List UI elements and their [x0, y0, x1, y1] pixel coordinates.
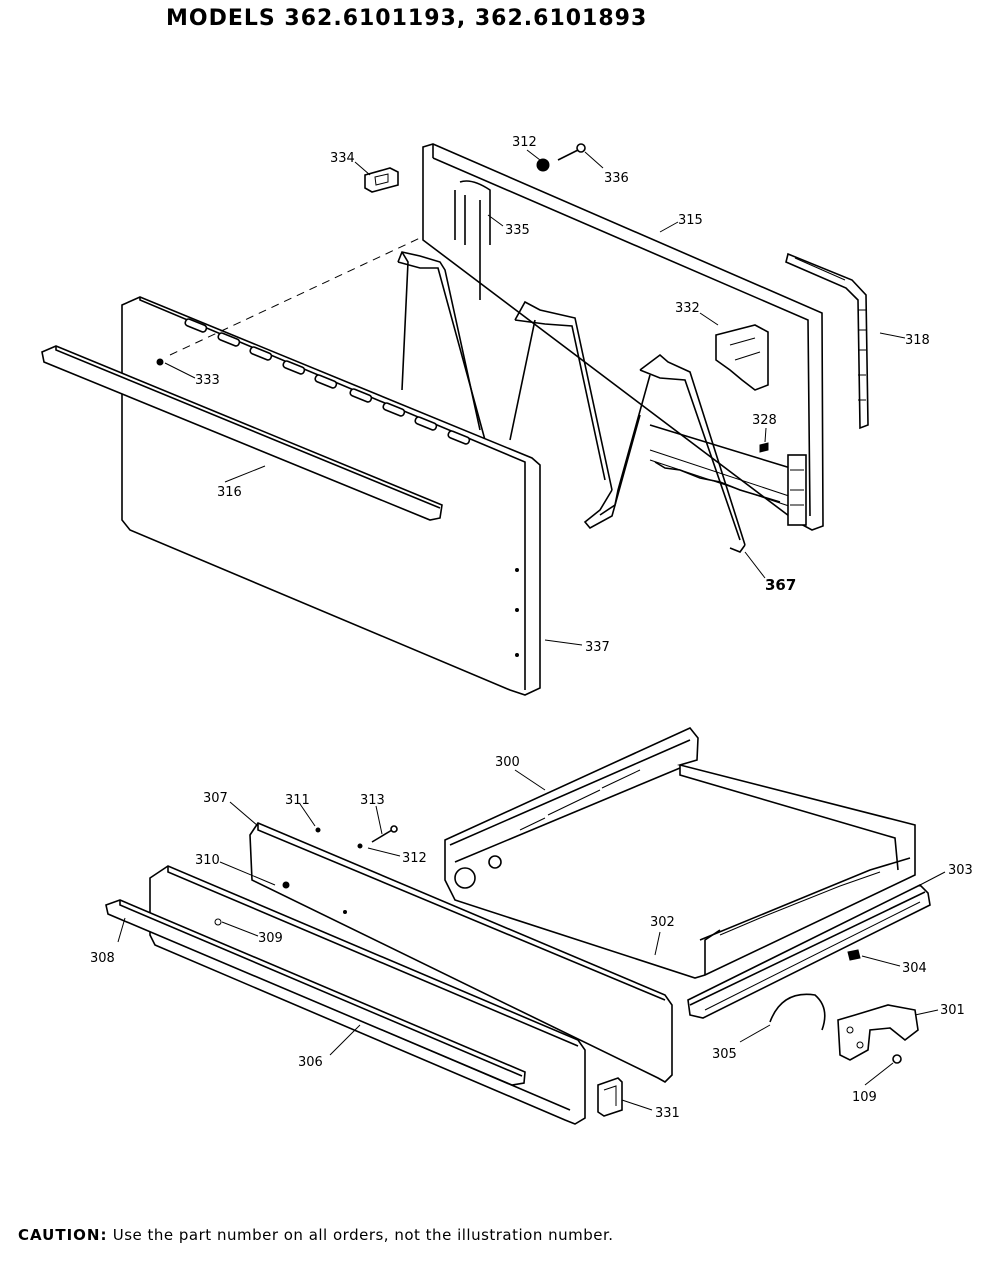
drawer-body-300: [444, 727, 916, 979]
screw-313: [371, 825, 398, 843]
callout-335: 335: [505, 223, 530, 238]
clip-304: [847, 949, 861, 961]
callout-334: 334: [330, 151, 355, 166]
callout-367: 367: [765, 576, 796, 594]
door-handle-316: [41, 345, 443, 521]
callout-309: 309: [258, 931, 283, 946]
nut-312-lower: [357, 843, 363, 849]
page-title: MODELS 362.6101193, 362.6101893: [166, 6, 648, 31]
clip-334: [364, 167, 399, 193]
callout-333: 333: [195, 373, 220, 388]
spring-305: [769, 993, 826, 1031]
callout-332: 332: [675, 301, 700, 316]
caution-label: CAUTION:: [18, 1226, 108, 1244]
side-trim-318: [785, 252, 869, 430]
callout-301: 301: [940, 1003, 965, 1018]
callout-303: 303: [948, 863, 973, 878]
callout-304: 304: [902, 961, 927, 976]
oven-rack-wires: [397, 251, 746, 553]
callout-312-lower: 312: [402, 851, 427, 866]
callout-311: 311: [285, 793, 310, 808]
outer-door-panel: [121, 296, 541, 696]
callout-305: 305: [712, 1047, 737, 1062]
callout-307: 307: [203, 791, 228, 806]
leader-lines: [117, 149, 946, 1111]
callout-316: 316: [217, 485, 242, 500]
callout-336: 336: [604, 171, 629, 186]
callout-315: 315: [678, 213, 703, 228]
drawer-front-307: [249, 822, 673, 1083]
caution-note: CAUTION: Use the part number on all orde…: [18, 1226, 614, 1244]
screw-109: [892, 1054, 902, 1064]
callout-318: 318: [905, 333, 930, 348]
callout-310: 310: [195, 853, 220, 868]
callout-313: 313: [360, 793, 385, 808]
callout-337: 337: [585, 640, 610, 655]
screw-336: [557, 143, 586, 161]
callout-308: 308: [90, 951, 115, 966]
trim-308: [105, 899, 526, 1086]
callout-109: 109: [852, 1090, 877, 1105]
callout-328: 328: [752, 413, 777, 428]
alignment-line: [169, 237, 421, 356]
callout-312-upper: 312: [512, 135, 537, 150]
bracket-332: [715, 324, 769, 391]
callout-306: 306: [298, 1055, 323, 1070]
callout-302: 302: [650, 915, 675, 930]
callout-300: 300: [495, 755, 520, 770]
callout-331: 331: [655, 1106, 680, 1121]
nut-312: [536, 158, 550, 172]
screw-328: [759, 442, 769, 453]
clip-331: [597, 1077, 623, 1117]
bracket-301: [837, 1004, 919, 1061]
caution-text: Use the part number on all orders, not t…: [112, 1226, 614, 1244]
